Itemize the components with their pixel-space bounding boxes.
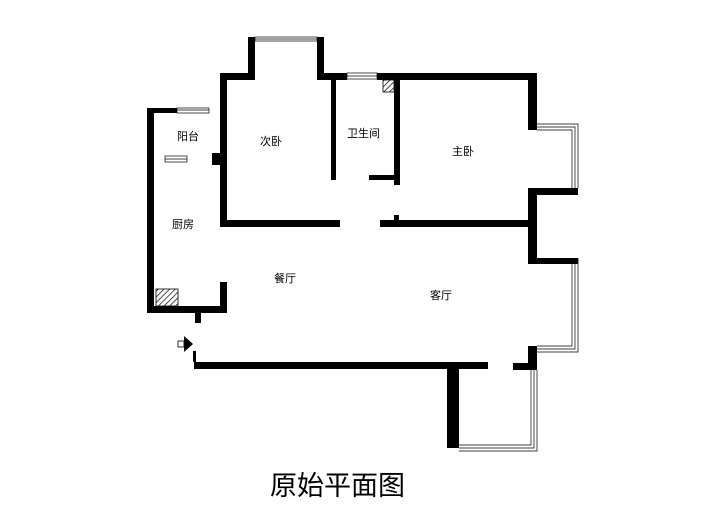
wall-top-right bbox=[377, 73, 537, 80]
wall-master-right-lower bbox=[528, 188, 537, 228]
entrance-arrow-icon bbox=[177, 336, 196, 362]
window-living-bay bbox=[537, 258, 579, 353]
room-label-master-bedroom: 主卧 bbox=[452, 145, 474, 158]
room-label-second-bedroom: 次卧 bbox=[260, 134, 282, 148]
wall-corridor-left bbox=[220, 220, 340, 227]
wall-kitchen-bottom bbox=[147, 306, 227, 313]
hatched-shaft-icon bbox=[382, 79, 395, 93]
room-label-balcony: 阳台 bbox=[177, 129, 199, 143]
room-label-kitchen: 厨房 bbox=[172, 218, 194, 231]
room-label-living: 客厅 bbox=[430, 288, 452, 302]
wall-kitchen-left bbox=[147, 108, 154, 313]
shafts bbox=[155, 79, 395, 307]
wall-second-bedroom-top-left bbox=[220, 73, 253, 80]
wall-bottom bbox=[194, 362, 488, 369]
wall-bay-left bbox=[248, 37, 255, 80]
walls bbox=[147, 37, 578, 448]
window-master-bay bbox=[537, 123, 579, 188]
page-title: 原始平面图 bbox=[270, 471, 405, 502]
wall-bathroom-left bbox=[331, 80, 336, 180]
wall-bathroom-right bbox=[394, 80, 400, 185]
wall-door-post bbox=[195, 313, 201, 323]
wall-master-right-upper bbox=[528, 73, 537, 130]
wall-bathroom-bottom bbox=[369, 175, 400, 180]
hatched-shaft-icon bbox=[155, 288, 179, 307]
wall-corridor-right bbox=[380, 220, 537, 227]
wall-corridor-stub bbox=[394, 215, 399, 223]
wall-living-lower-ledge bbox=[513, 363, 537, 370]
wall-kitchen-divider-stub bbox=[212, 153, 220, 165]
wall-bay-right bbox=[317, 37, 324, 80]
wall-living-right-upper bbox=[528, 228, 537, 264]
room-label-dining: 餐厅 bbox=[274, 271, 296, 285]
wall-master-bottom-ledge bbox=[528, 188, 578, 195]
room-labels: 阳台 厨房 次卧 卫生间 主卧 餐厅 客厅 bbox=[172, 126, 474, 302]
wall-top-mid bbox=[317, 73, 347, 80]
windows bbox=[164, 36, 579, 452]
room-label-bathroom: 卫生间 bbox=[347, 126, 380, 140]
wall-living-window-sill-top bbox=[528, 258, 578, 264]
wall-balcony-top-left bbox=[147, 108, 177, 113]
wall-second-bedroom-left bbox=[220, 73, 227, 225]
wall-living-right-lower bbox=[528, 346, 537, 368]
wall-bottom-balcony-left bbox=[447, 362, 459, 448]
window-lower-balcony bbox=[459, 370, 538, 452]
wall-kitchen-right-stub bbox=[220, 282, 227, 313]
window-balcony bbox=[176, 107, 210, 114]
